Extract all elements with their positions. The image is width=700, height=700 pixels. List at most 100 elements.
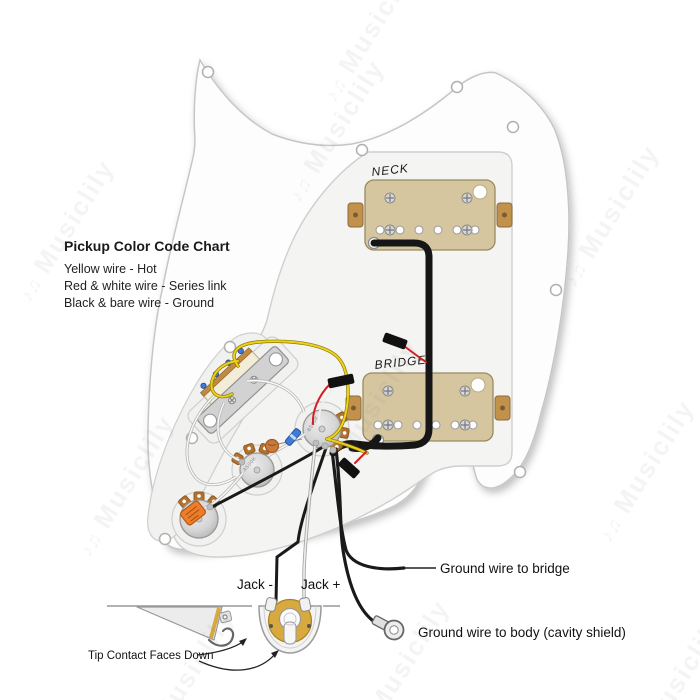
jack-plate-side bbox=[136, 606, 223, 641]
screw-hole bbox=[158, 532, 172, 546]
tip-contact-label: Tip Contact Faces Down bbox=[88, 650, 213, 662]
pot-center bbox=[318, 425, 326, 433]
pot-lug bbox=[193, 491, 205, 502]
chart-line-ground: Black & bare wire - Ground bbox=[64, 296, 215, 310]
pickup-eyelet-row bbox=[373, 420, 478, 430]
switch-lug-solder bbox=[200, 382, 207, 389]
solder-blob bbox=[312, 439, 320, 447]
terminal-ring-hole bbox=[389, 625, 399, 635]
pot-lug bbox=[243, 442, 256, 455]
chart-line-series: Red & white wire - Series link bbox=[64, 279, 227, 293]
pole-dot bbox=[450, 420, 460, 430]
arrowhead bbox=[271, 650, 279, 658]
arrowhead bbox=[239, 638, 247, 646]
pole-dot bbox=[375, 225, 385, 235]
film-capacitor bbox=[284, 428, 302, 446]
jack-side-view bbox=[136, 606, 235, 647]
pickguard-screw-holes bbox=[158, 65, 563, 546]
orange-cap-marking bbox=[185, 505, 200, 522]
solder-blob bbox=[329, 446, 337, 454]
pickup-hole bbox=[470, 377, 486, 393]
jack-negative-label: Jack - bbox=[237, 577, 273, 592]
white-wire-core bbox=[246, 379, 305, 413]
pickup-eyelet-row bbox=[375, 225, 480, 235]
bridge-pickup-label: BRIDGE bbox=[374, 353, 427, 372]
ground-wire-to-bridge bbox=[330, 448, 406, 571]
pole-dot bbox=[431, 420, 441, 430]
yellow-wire bbox=[326, 438, 368, 454]
screw-hole bbox=[223, 340, 237, 354]
pickup-screw bbox=[459, 385, 471, 397]
switch-mount-hole bbox=[268, 352, 284, 367]
pickup-screw bbox=[461, 192, 473, 204]
screw-hole bbox=[506, 120, 520, 134]
chart-line-hot: Yellow wire - Hot bbox=[64, 262, 157, 276]
jack-negative-wire bbox=[274, 446, 328, 603]
ground-wire-to-body bbox=[334, 447, 374, 622]
switch-mount-hole bbox=[202, 413, 218, 428]
white-series-wire bbox=[317, 388, 334, 424]
yellow-wire bbox=[210, 360, 239, 398]
pickup-hole bbox=[472, 184, 488, 200]
tab-hole bbox=[500, 405, 505, 411]
pickup-screw bbox=[382, 419, 394, 431]
solder-blob bbox=[321, 442, 329, 450]
jack-rivet bbox=[307, 624, 311, 628]
ground-bridge-label: Ground wire to bridge bbox=[440, 561, 570, 576]
screw-hole bbox=[549, 283, 563, 297]
pickup-screw bbox=[461, 224, 473, 236]
screw-hole bbox=[450, 80, 464, 94]
jack-tip-contact bbox=[283, 621, 297, 645]
tab-hole bbox=[502, 212, 507, 218]
red-wire bbox=[354, 451, 367, 464]
jack-lug bbox=[298, 597, 312, 612]
pickup-screw bbox=[384, 224, 396, 236]
solder-blob bbox=[206, 503, 214, 511]
red-wire bbox=[403, 345, 427, 363]
solder-blobs bbox=[206, 439, 337, 511]
jack-positive-wire bbox=[303, 445, 316, 600]
pickup-color-code-chart: Pickup Color Code Chart Yellow wire - Ho… bbox=[64, 238, 230, 312]
white-wire-core bbox=[186, 393, 237, 486]
hot-wires bbox=[209, 339, 369, 455]
chart-title: Pickup Color Code Chart bbox=[64, 238, 230, 254]
jack-rivet bbox=[269, 624, 273, 628]
white-wire-core bbox=[202, 472, 244, 510]
pot-center bbox=[253, 466, 261, 474]
pole-dot bbox=[433, 225, 443, 235]
jack-cup-inner-line bbox=[263, 605, 317, 649]
red-wire bbox=[311, 383, 331, 425]
pickup-screw bbox=[459, 419, 471, 431]
disc-cap-body bbox=[264, 438, 280, 454]
ring-terminal bbox=[371, 615, 405, 641]
white-wire-core bbox=[217, 402, 242, 462]
heat-shrink bbox=[327, 373, 355, 389]
tab-hole bbox=[351, 405, 356, 411]
pickup-screw bbox=[382, 385, 394, 397]
orange-drop-capacitor bbox=[180, 500, 206, 526]
screw-hole bbox=[513, 465, 527, 479]
heat-shrink bbox=[338, 457, 360, 479]
pole-dot bbox=[414, 225, 424, 235]
jack-lug bbox=[264, 597, 278, 612]
yellow-wire bbox=[233, 340, 349, 440]
jack-hole-inner bbox=[283, 612, 297, 626]
jack-gold-stripe bbox=[209, 607, 221, 639]
output-jack bbox=[258, 597, 322, 654]
jack-side-tab-hole bbox=[222, 614, 228, 620]
screw-hole bbox=[355, 143, 369, 157]
white-wires bbox=[185, 379, 306, 511]
pole-dot bbox=[452, 225, 462, 235]
pole-dot bbox=[393, 420, 403, 430]
solder-blob bbox=[238, 458, 246, 466]
jack-positive-label: Jack + bbox=[301, 577, 341, 592]
switch-screw bbox=[228, 396, 237, 405]
ceramic-disc-capacitor bbox=[264, 438, 303, 454]
arrow-to-jack bbox=[198, 652, 277, 671]
ground-wire-pot-link bbox=[210, 445, 325, 509]
orange-cap-body bbox=[180, 500, 206, 526]
neck-pickup bbox=[347, 179, 513, 251]
series-link-wires bbox=[311, 345, 427, 464]
